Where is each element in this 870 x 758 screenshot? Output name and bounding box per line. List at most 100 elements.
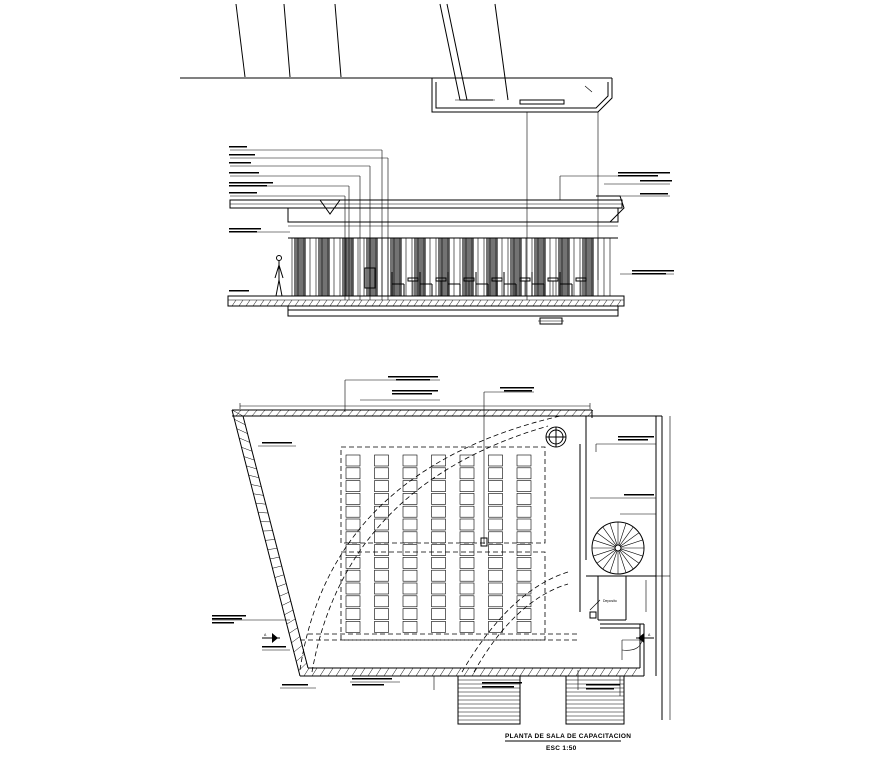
wall-hatch-mark [275,409,282,417]
floor-hatch-mark [266,299,272,307]
desk [516,454,532,467]
wall-hatch-mark [248,474,259,478]
desk [374,544,389,556]
wall-hatch-mark [286,618,296,625]
wall-hatch-mark [253,493,264,496]
wall-hatch-mark [435,409,442,417]
wall-hatch-mark [563,409,570,417]
wall-hatch-mark [387,409,394,417]
wall-hatch-mark [403,409,410,417]
desk [488,480,503,492]
desk [402,595,418,608]
desk [402,493,418,505]
wall-hatch-mark [559,667,566,677]
desk [488,621,503,633]
wall-hatch-mark [311,667,318,677]
desk [459,454,475,467]
desk [345,621,361,633]
wall-hatch-mark [303,667,310,677]
wall-hatch-mark [419,409,426,417]
floor-hatch-mark [609,299,615,307]
wall-hatch-mark [355,409,362,417]
floor-hatch-mark [511,299,517,307]
floor-hatch-mark [231,299,237,307]
section-cabinet [364,267,376,289]
desk [516,493,532,505]
desk [431,493,446,505]
section-elevation [180,3,674,325]
wall-hatch-mark [615,667,622,677]
wall-hatch-mark [451,409,458,417]
wall-hatch-mark [531,409,538,417]
desk [374,557,389,569]
wall-hatch-mark [235,409,242,417]
desk [345,608,361,620]
wall-hatch-mark [383,667,390,677]
wall-hatch-mark [511,667,518,677]
section-floor [227,295,625,325]
wall-panel [318,238,330,296]
desk [374,608,389,620]
desk [402,505,418,518]
wall-hatch-mark [291,409,298,417]
wall-panel [294,238,306,296]
desk [345,454,361,467]
wall-hatch-mark [250,484,262,487]
wall-hatch-mark [467,409,474,417]
desk [374,480,389,492]
section-marker-left: A [262,633,280,643]
floor-hatch-mark [490,299,496,307]
wall-hatch-mark [363,409,370,417]
floor-hatch-mark [560,299,566,307]
wall-hatch-mark [265,539,275,541]
wall-hatch-mark [547,409,554,417]
wall-hatch-mark [359,667,366,677]
desk [345,467,361,480]
plan-walls [231,409,671,720]
desk [374,505,389,518]
floor-hatch-mark [553,299,559,307]
floor-hatch-mark [539,299,545,307]
section-chair [447,272,475,296]
floor-hatch-mark [399,299,405,307]
desk [488,569,503,582]
floor-hatch-mark [546,299,552,307]
wall-hatch-mark [591,667,598,677]
wall-hatch-mark [423,667,430,677]
wall-hatch-mark [471,667,478,677]
wall-hatch-mark [234,419,246,426]
stair-tread [620,539,643,548]
wall-hatch-mark [571,409,578,417]
wall-hatch-mark [395,409,402,417]
section-annotations [229,146,674,292]
wall-hatch-mark [258,512,269,514]
floor-hatch-mark [595,299,601,307]
wall-hatch-mark [607,667,614,677]
desk [402,569,418,582]
desk [345,595,361,608]
wall-hatch-mark [315,409,322,417]
desk [459,557,475,569]
desk [516,621,532,633]
wall-hatch-mark [371,409,378,417]
wall-hatch-mark [331,409,338,417]
floor-hatch-mark [518,299,524,307]
plan-top-annotations [239,376,591,547]
desk [488,467,503,480]
wall-hatch-mark [243,409,250,417]
wall-hatch-mark [495,667,502,677]
section-wall-panels [288,237,618,296]
desk [459,621,475,633]
floor-hatch-mark [392,299,398,307]
section-chair [559,272,587,296]
floor-hatch-mark [413,299,419,307]
wall-hatch-mark [447,667,454,677]
desk [459,544,475,556]
floor-hatch-mark [420,299,426,307]
plan-title: PLANTA DE SALA DE CAPACITACION [505,733,631,740]
desk [516,582,532,595]
desk [431,505,446,518]
desk [374,595,389,608]
floor-hatch-mark [308,299,314,307]
